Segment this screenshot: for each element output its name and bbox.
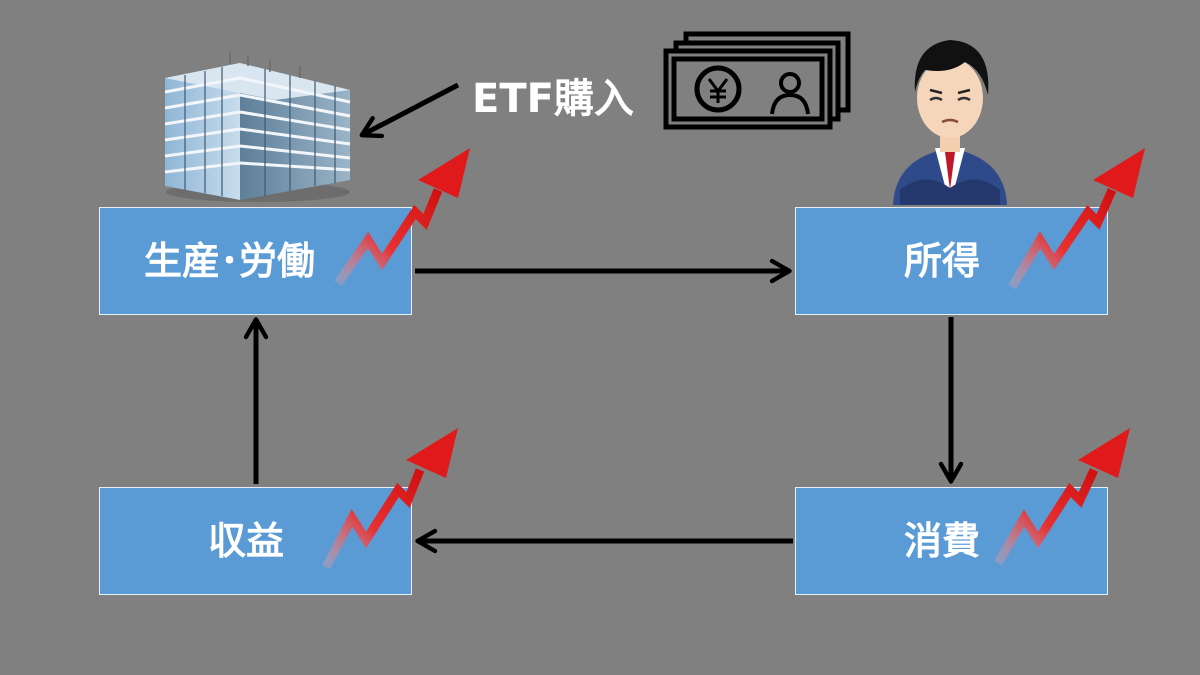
etf-purchase-label: ETF購入	[472, 76, 634, 122]
worried-businessman-icon	[893, 40, 1007, 205]
node-production: 生産･労働	[99, 207, 412, 315]
node-revenue: 収益	[99, 487, 412, 595]
node-consumption-label: 消費	[904, 519, 981, 563]
yen-banknote-icon	[663, 31, 851, 130]
node-revenue-label: 収益	[208, 519, 285, 563]
node-production-label: 生産･労働	[144, 239, 316, 283]
node-income-label: 所得	[904, 239, 981, 283]
arrow-etf-to-building	[359, 82, 460, 139]
node-consumption: 消費	[795, 487, 1108, 595]
node-income: 所得	[795, 207, 1108, 315]
office-building-icon	[164, 52, 351, 202]
